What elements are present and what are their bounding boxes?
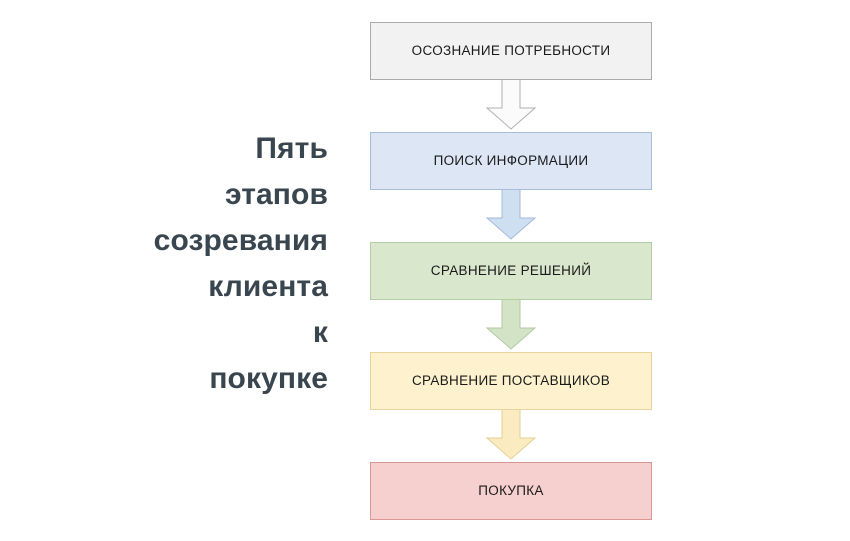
flow-stage-5-label: ПОКУПКА	[478, 483, 544, 499]
diagram-title-line-5: к	[312, 316, 328, 349]
flow-connector-4	[483, 407, 539, 460]
diagram-title-line-4: клиента	[208, 270, 328, 303]
flow-stage-3-box[interactable]: СРАВНЕНИЕ РЕШЕНИЙ	[370, 242, 652, 300]
flow-stage-5-box[interactable]: ПОКУПКА	[370, 462, 652, 520]
flow-stage-4-box[interactable]: СРАВНЕНИЕ ПОСТАВЩИКОВ	[370, 352, 652, 410]
diagram-title-line-6: покупке	[209, 362, 328, 395]
flow-stage-2-box[interactable]: ПОИСК ИНФОРМАЦИИ	[370, 132, 652, 190]
down-block-arrow-icon	[485, 297, 537, 350]
flow-stage-1-box[interactable]: ОСОЗНАНИЕ ПОТРЕБНОСТИ	[370, 22, 652, 80]
flow-connector-1	[483, 77, 539, 130]
down-block-arrow-icon	[485, 407, 537, 460]
flow-stage-2-label: ПОИСК ИНФОРМАЦИИ	[433, 153, 589, 169]
diagram-title: Пять этапов созревания клиента к покупке	[60, 126, 328, 402]
flow-stage-1-label: ОСОЗНАНИЕ ПОТРЕБНОСТИ	[411, 43, 611, 59]
flow-stage-3-label: СРАВНЕНИЕ РЕШЕНИЙ	[430, 263, 592, 279]
flow-stage-4-label: СРАВНЕНИЕ ПОСТАВЩИКОВ	[411, 373, 610, 389]
flow-connector-2	[483, 187, 539, 240]
flow-connector-3	[483, 297, 539, 350]
diagram-title-line-1: Пять	[255, 132, 328, 165]
diagram-title-line-2: этапов	[224, 178, 328, 211]
process-flow: ОСОЗНАНИЕ ПОТРЕБНОСТИ ПОИСК ИНФОРМАЦИИ С…	[370, 22, 652, 522]
down-block-arrow-icon	[485, 77, 537, 130]
down-block-arrow-icon	[485, 187, 537, 240]
diagram-title-line-3: созревания	[153, 224, 328, 257]
